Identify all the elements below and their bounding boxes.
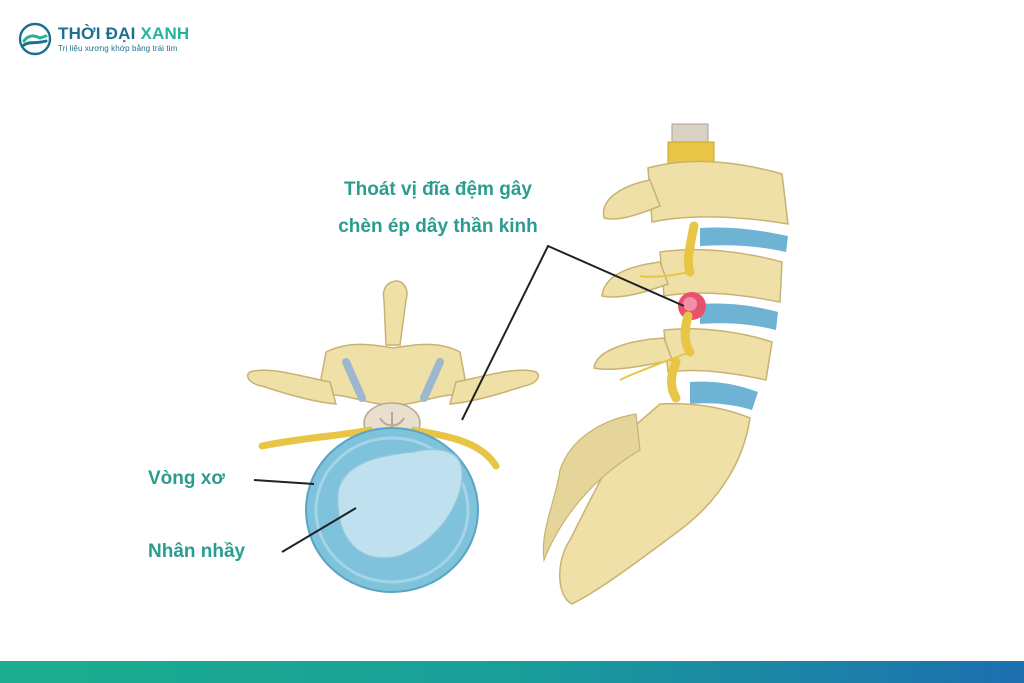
leader-lines (253, 244, 685, 553)
brand-logo[interactable]: THỜI ĐẠI XANH Trị liệu xương khớp bằng t… (18, 22, 189, 56)
callout-leader-line (461, 244, 685, 421)
callout-line-1: Thoát vị đĩa đệm gây (344, 179, 532, 200)
brand-tagline: Trị liệu xương khớp bằng trái tim (58, 44, 178, 53)
brand-name: THỜI ĐẠI XANH (58, 25, 189, 42)
brand-name-part1: THỜI ĐẠI (58, 24, 136, 43)
footer-gradient-bar (0, 661, 1024, 683)
callout-line-2: chèn ép dây thần kinh (338, 216, 538, 237)
lumbar-spine-lateral (542, 123, 789, 605)
brand-name-part2: XANH (140, 24, 190, 43)
vertebra-cross-section (246, 280, 540, 593)
annulus-leader-line (253, 479, 315, 485)
nucleus-leader-line (281, 507, 357, 553)
brand-hands-icon (18, 22, 52, 56)
herniation-callout: Thoát vị đĩa đệm gây chèn ép dây thần ki… (308, 171, 568, 245)
nucleus-label: Nhân nhầy (148, 541, 246, 562)
annulus-label: Vòng xơ (148, 468, 225, 489)
